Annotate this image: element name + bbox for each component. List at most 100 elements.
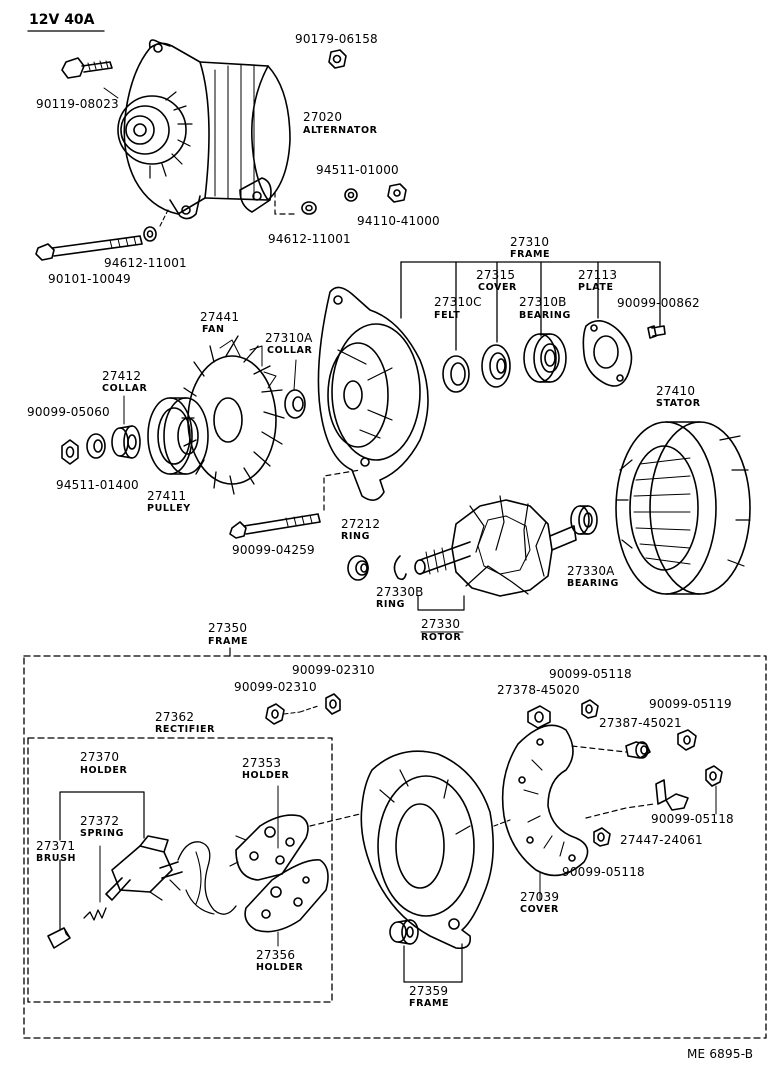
- rear-cover-icon: [501, 724, 589, 877]
- nut-icon: [387, 183, 407, 203]
- part-name: BEARING: [519, 310, 571, 321]
- spring-icon: [83, 907, 107, 921]
- part-name: ROTOR: [421, 632, 462, 643]
- part-name: SPRING: [80, 828, 125, 839]
- part-name: COVER: [520, 904, 559, 915]
- bearing-icon: [523, 333, 567, 383]
- part-number: 27411: [147, 489, 187, 503]
- bushing-icon: [625, 741, 651, 759]
- part-name: BEARING: [567, 578, 619, 589]
- part-number: 90119-08023: [36, 97, 119, 111]
- diagram-title: 12V 40A: [29, 12, 95, 28]
- nut-icon: [328, 49, 347, 69]
- part-number: 27410: [656, 384, 696, 398]
- part-name: RECTIFIER: [155, 724, 216, 735]
- figure-code: ME 6895-B: [687, 1047, 754, 1061]
- part-number: 27370: [80, 750, 120, 764]
- part-name: ALTERNATOR: [303, 125, 378, 136]
- part-number: 27387-45021: [599, 716, 682, 730]
- plate-icon: [582, 320, 633, 387]
- bushing-icon: [389, 919, 419, 945]
- part-number: 90099-02310: [234, 680, 317, 694]
- part-number: 27371: [36, 839, 76, 853]
- part-number: 27212: [341, 517, 381, 531]
- nut-icon: [61, 439, 79, 465]
- part-number: 90179-06158: [295, 32, 378, 46]
- nut-icon: [593, 827, 611, 847]
- part-name: HOLDER: [256, 962, 304, 973]
- part-number: 90099-05118: [549, 667, 632, 681]
- part-number: 90099-05119: [649, 697, 732, 711]
- part-name: HOLDER: [80, 765, 128, 776]
- part-name: STATOR: [656, 398, 701, 409]
- nut-icon: [677, 729, 697, 751]
- snap-ring-icon: [393, 555, 407, 581]
- part-name: COVER: [478, 282, 517, 293]
- felt-seal-icon: [442, 355, 470, 393]
- part-number: 27310B: [519, 295, 567, 309]
- cover-icon: [481, 344, 511, 388]
- part-name: FRAME: [510, 249, 551, 260]
- part-number: 27447-24061: [620, 833, 703, 847]
- part-number: 90099-04259: [232, 543, 315, 557]
- part-number: 27113: [578, 268, 618, 282]
- collar-icon: [111, 425, 141, 459]
- part-name: COLLAR: [102, 383, 148, 394]
- part-number: 90099-02310: [292, 663, 375, 677]
- part-number: 94511-01000: [316, 163, 399, 177]
- part-name: RING: [341, 531, 370, 542]
- part-name: FAN: [202, 324, 225, 335]
- drive-end-frame-icon: [317, 286, 429, 501]
- nut-icon: [325, 693, 341, 715]
- part-number: 90101-10049: [48, 272, 131, 286]
- part-number: 90099-05060: [27, 405, 110, 419]
- washer-icon: [301, 201, 317, 215]
- part-name: HOLDER: [242, 770, 290, 781]
- bolt-icon: [35, 235, 143, 261]
- nut-icon: [581, 699, 599, 719]
- part-number: 27330A: [567, 564, 615, 578]
- part-number: 94612-11001: [104, 256, 187, 270]
- stator-icon: [615, 421, 751, 595]
- part-number: 27362: [155, 710, 195, 724]
- ring-icon: [347, 555, 369, 581]
- rectifier-icon: [229, 814, 329, 933]
- part-number: 27372: [80, 814, 120, 828]
- part-number: 94612-11001: [268, 232, 351, 246]
- part-name: FRAME: [208, 636, 249, 647]
- part-number: 90099-05118: [562, 865, 645, 879]
- bolt-icon: [229, 513, 321, 539]
- part-number: 27359: [409, 984, 449, 998]
- part-name: FRAME: [409, 998, 450, 1009]
- part-number: 27330B: [376, 585, 424, 599]
- rotor-icon: [414, 495, 577, 597]
- part-number: 27378-45020: [497, 683, 580, 697]
- screw-icon: [647, 325, 666, 339]
- part-number: 94511-01400: [56, 478, 139, 492]
- washer-icon: [344, 188, 358, 202]
- nut-icon: [705, 765, 723, 787]
- part-number: 27310: [510, 235, 550, 249]
- part-name: PLATE: [578, 282, 614, 293]
- part-number: 90099-05118: [651, 812, 734, 826]
- bushing-icon: [527, 705, 551, 729]
- rear-end-frame-icon: [360, 750, 494, 950]
- part-number: 27353: [242, 756, 282, 770]
- washer-icon: [143, 226, 157, 242]
- alternator-icon: [117, 39, 291, 220]
- brush-icon: [47, 927, 71, 949]
- part-name: BRUSH: [36, 853, 77, 864]
- part-number: 27356: [256, 948, 296, 962]
- part-number: 27412: [102, 369, 142, 383]
- part-number: 90099-00862: [617, 296, 700, 310]
- part-name: PULLEY: [147, 503, 191, 514]
- washer-icon: [86, 433, 106, 459]
- collar-icon: [284, 389, 306, 419]
- part-number: 27315: [476, 268, 516, 282]
- part-number: 27350: [208, 621, 248, 635]
- nut-icon: [265, 703, 285, 725]
- pulley-icon: [147, 397, 209, 475]
- brush-holder-icon: [105, 835, 183, 901]
